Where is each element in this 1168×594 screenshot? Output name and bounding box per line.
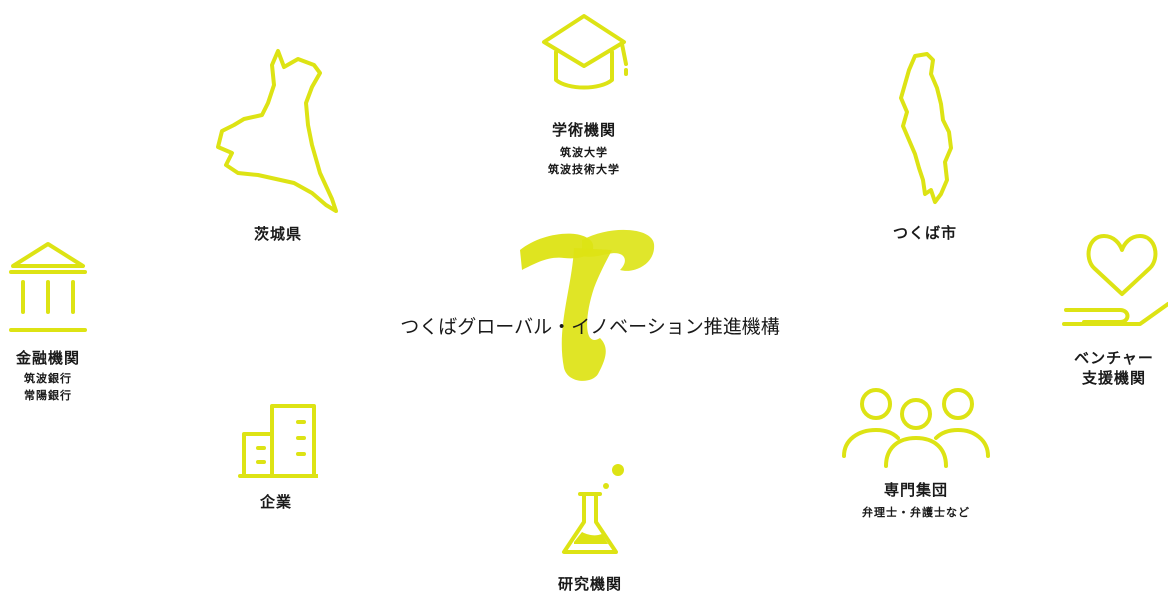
node-ibaraki: 茨城県 [208,45,348,244]
node-finance-line-1: 筑波銀行 [24,372,72,385]
node-company-title: 企業 [259,493,292,511]
center-ribbon-logo [512,228,662,392]
node-company: 企業 [226,396,326,512]
ibaraki-map-icon [216,49,338,213]
node-finance-title: 金融機関 [15,349,80,367]
center-organization-label: つくばグローバル・イノベーション推進機構 [400,316,780,338]
heart-hand-icon [1062,234,1168,326]
node-professional: 専門集団 弁理士・弁護士など [826,382,1006,521]
node-academic-line-1: 筑波大学 [560,146,608,159]
people-icon [842,388,990,468]
node-academic-title: 学術機関 [551,121,616,139]
node-professional-line-1: 弁理士・弁護士など [862,506,970,519]
node-ibaraki-title: 茨城県 [253,225,302,243]
tsukuba-map-icon [899,52,953,204]
node-finance: 金融機関 筑波銀行 常陽銀行 [0,236,96,404]
node-research-title: 研究機関 [557,575,622,593]
flask-icon [562,464,624,554]
node-tsukuba-city-title: つくば市 [892,224,957,242]
node-professional-title: 専門集団 [883,481,948,499]
building-icon [238,404,318,478]
node-academic: 学術機関 筑波大学 筑波技術大学 [520,10,648,178]
node-academic-line-2: 筑波技術大学 [548,163,620,176]
node-venture-title-line-2: 支援機関 [1081,369,1146,387]
node-finance-line-2: 常陽銀行 [24,389,72,402]
node-tsukuba-city: つくば市 [860,50,990,243]
node-venture-title-line-1: ベンチャー [1074,349,1154,367]
node-research: 研究機関 [530,458,650,594]
bank-icon [9,242,87,332]
graduation-cap-icon [542,14,628,90]
node-venture: ベンチャー 支援機関 [1060,226,1168,388]
